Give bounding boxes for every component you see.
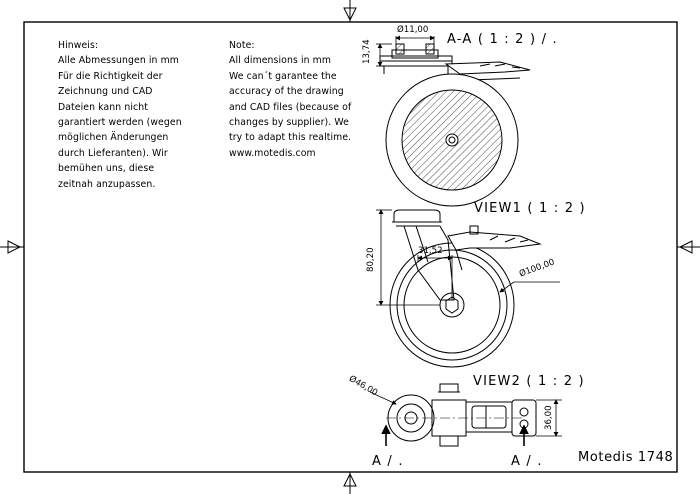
- total-height-dimension: 80,20: [366, 247, 376, 272]
- note-line: All dimensions in mm: [229, 55, 331, 67]
- center-mark-top: [343, 0, 357, 22]
- view2-label: VIEW2 ( 1 : 2 ): [473, 374, 585, 389]
- view1: [389, 209, 542, 368]
- note-line: Hinweis:: [58, 40, 99, 51]
- axle-diameter-dimension: Ø11,00: [397, 25, 429, 35]
- center-mark-bottom: [343, 472, 357, 494]
- view2-dimensions: [369, 391, 562, 437]
- plate-height-dimension: 13,74: [362, 39, 372, 64]
- view1-dimensions: [376, 209, 560, 306]
- offset-dimension: 31,52: [418, 246, 443, 256]
- view1-label: VIEW1 ( 1 : 2 ): [474, 201, 586, 216]
- view2: [381, 383, 537, 447]
- width-dimension: 36,00: [544, 405, 554, 430]
- section-label: A-A ( 1 : 2 ) / .: [447, 32, 558, 47]
- notes-english: Note: All dimensions in mm We can´t gara…: [229, 38, 351, 161]
- note-line: Alle Abmessungen in mm: [58, 55, 179, 67]
- cut-marker-left: A / .: [372, 454, 404, 469]
- note-line: and CAD files (because of: [229, 101, 352, 113]
- note-line: Zeichnung und CAD: [58, 86, 153, 98]
- section-view: [379, 43, 531, 207]
- note-line: bemühen uns, diese: [58, 163, 155, 175]
- note-line: garantiert werden (wegen: [58, 117, 182, 129]
- note-line: try to adapt this realtime.: [229, 132, 352, 144]
- note-line: Note:: [229, 40, 255, 51]
- center-mark-right: [677, 240, 700, 254]
- note-line: durch Lieferanten). Wir: [58, 147, 168, 159]
- note-line: We can´t garantee the: [229, 70, 337, 82]
- note-line: möglichen Änderungen: [58, 132, 169, 144]
- note-line: changes by supplier). We: [229, 117, 349, 129]
- cut-marker-right: A / .: [511, 454, 543, 469]
- notes-german: Hinweis: Alle Abmessungen in mm Für die …: [58, 38, 182, 192]
- center-mark-left: [0, 240, 24, 254]
- note-line: Für die Richtigkeit der: [58, 70, 163, 82]
- note-line: accuracy of the drawing: [229, 86, 344, 98]
- section-dimensions: [376, 35, 435, 67]
- product-title: Motedis 1748: [578, 450, 674, 465]
- note-line: zeitnah anzupassen.: [58, 178, 156, 190]
- note-line: www.motedis.com: [229, 147, 316, 159]
- note-line: Dateien kann nicht: [58, 101, 148, 113]
